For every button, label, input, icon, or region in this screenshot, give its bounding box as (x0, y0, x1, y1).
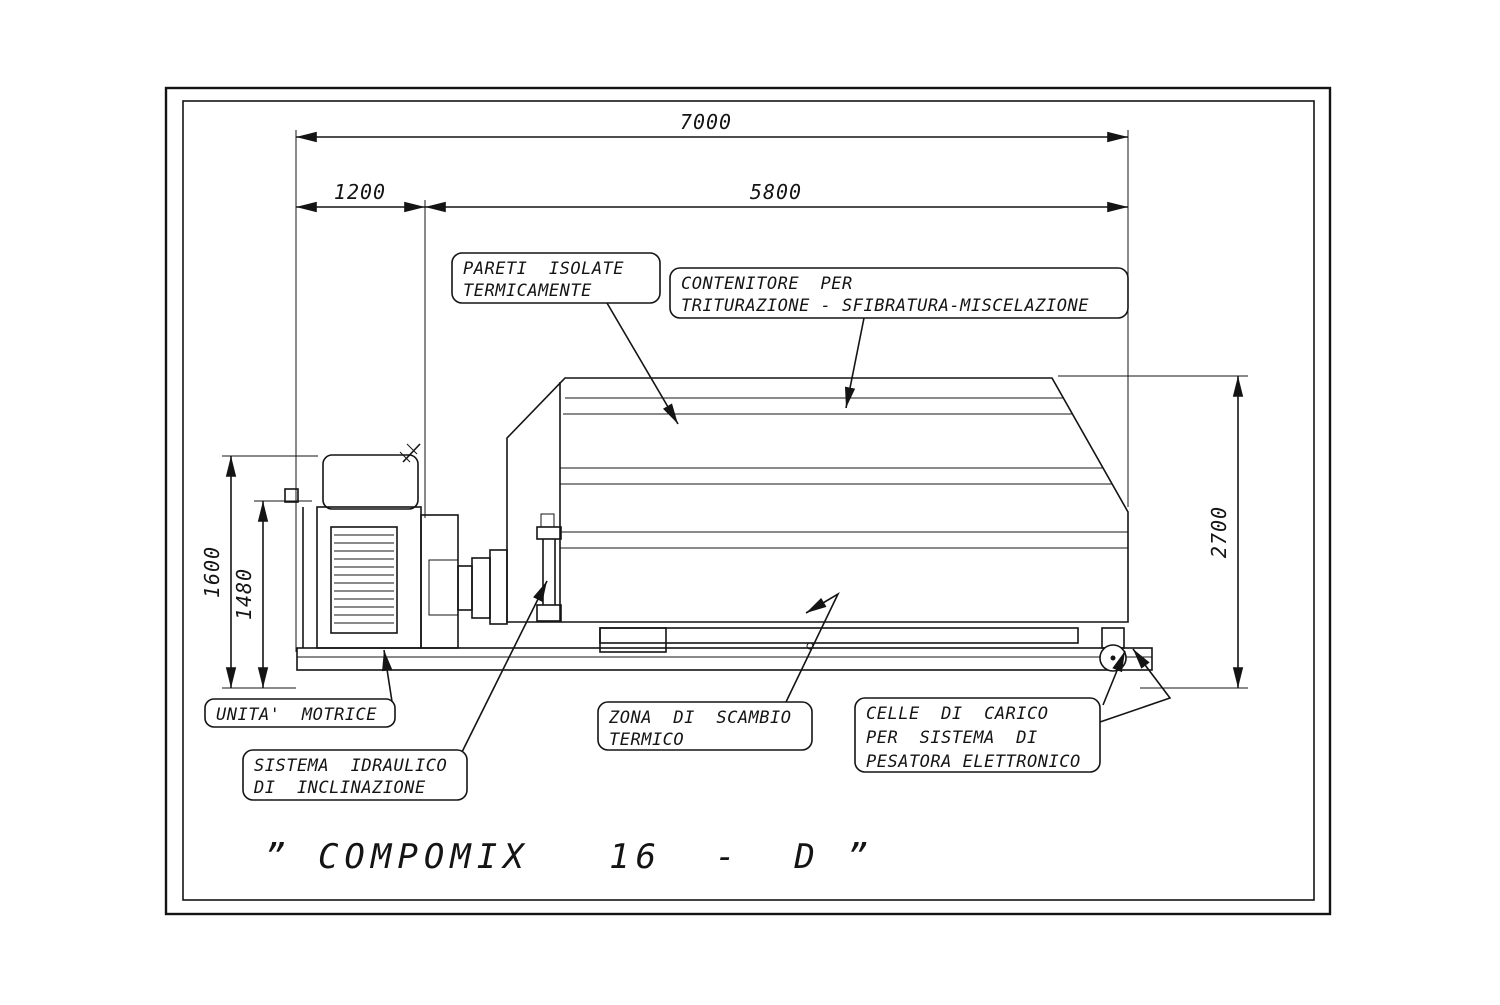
hydraulic-tilt-bracket (536, 513, 562, 622)
coupling-gearbox (420, 514, 508, 649)
dimension-frame-height: 1480 (232, 500, 312, 688)
callout-hydraulic-line2: DI INCLINAZIONE (253, 778, 426, 798)
dimension-container-length: 5800 (425, 180, 1128, 213)
dim-5800: 5800 (750, 180, 802, 204)
callout-heat-exchange-line2: TERMICO (609, 730, 684, 750)
leader-insulated-walls (606, 302, 679, 425)
leader-hydraulic (461, 580, 548, 753)
callout-hydraulic-line1: SISTEMA IDRAULICO (254, 756, 447, 776)
callout-load-cells-line2: PER SISTEMA DI (866, 728, 1038, 748)
drawing-border (164, 86, 1332, 916)
callout-load-cells-line1: CELLE DI CARICO (866, 704, 1049, 724)
callout-drive-unit: UNITA' MOTRICE (204, 698, 396, 728)
callout-container-line1: CONTENITORE PER (681, 274, 853, 294)
callout-insulated-walls-line1: PARETI ISOLATE (463, 259, 624, 279)
motor-left-bracket (284, 488, 299, 503)
callout-heat-exchange-line1: ZONA DI SCAMBIO (608, 708, 792, 728)
heat-exchange-zone (599, 627, 1079, 653)
dimension-container-height: 2700 (1058, 375, 1248, 689)
dim-1200: 1200 (334, 180, 386, 204)
callout-container: CONTENITORE PER TRITURAZIONE - SFIBRATUR… (669, 267, 1129, 319)
dimension-total-length: 7000 (295, 110, 1129, 652)
callout-hydraulic-system: SISTEMA IDRAULICO DI INCLINAZIONE (242, 749, 468, 801)
drive-unit-motor (284, 443, 422, 649)
leader-drive-unit (382, 649, 394, 709)
callout-heat-exchange: ZONA DI SCAMBIO TERMICO (597, 701, 813, 751)
dimension-drive-length: 1200 (296, 180, 426, 518)
motor-vent-grille (330, 526, 398, 634)
inner-border (182, 100, 1315, 901)
dim-7000: 7000 (680, 110, 732, 134)
callout-load-cells: CELLE DI CARICO PER SISTEMA DI PESATORA … (854, 697, 1101, 773)
callout-drive-unit-line1: UNITA' MOTRICE (216, 705, 377, 725)
callout-insulated-walls-line2: TERMICAMENTE (463, 281, 592, 301)
leader-heat-exchange (785, 591, 840, 703)
dimension-drive-height: 1600 (200, 455, 318, 689)
leader-load-cells-2 (1102, 650, 1126, 706)
mixing-container-body (506, 377, 1129, 623)
motor-top-fitting (399, 443, 421, 463)
outer-border (164, 86, 1332, 916)
dim-1600: 1600 (200, 546, 224, 598)
leader-container (844, 317, 865, 409)
dim-1480: 1480 (232, 568, 256, 620)
base-frame (296, 647, 1153, 671)
callout-insulated-walls: PARETI ISOLATE TERMICAMENTE (451, 252, 661, 304)
load-cell-wheel (1099, 627, 1127, 672)
callout-load-cells-line3: PESATORA ELETTRONICO (866, 752, 1081, 772)
drawing-title: ” COMPOMIX 16 - D ” (265, 837, 874, 877)
leader-load-cells (1099, 648, 1172, 723)
dim-2700: 2700 (1207, 506, 1231, 558)
callout-container-line2: TRITURAZIONE - SFIBRATURA-MISCELAZIONE (681, 296, 1089, 316)
